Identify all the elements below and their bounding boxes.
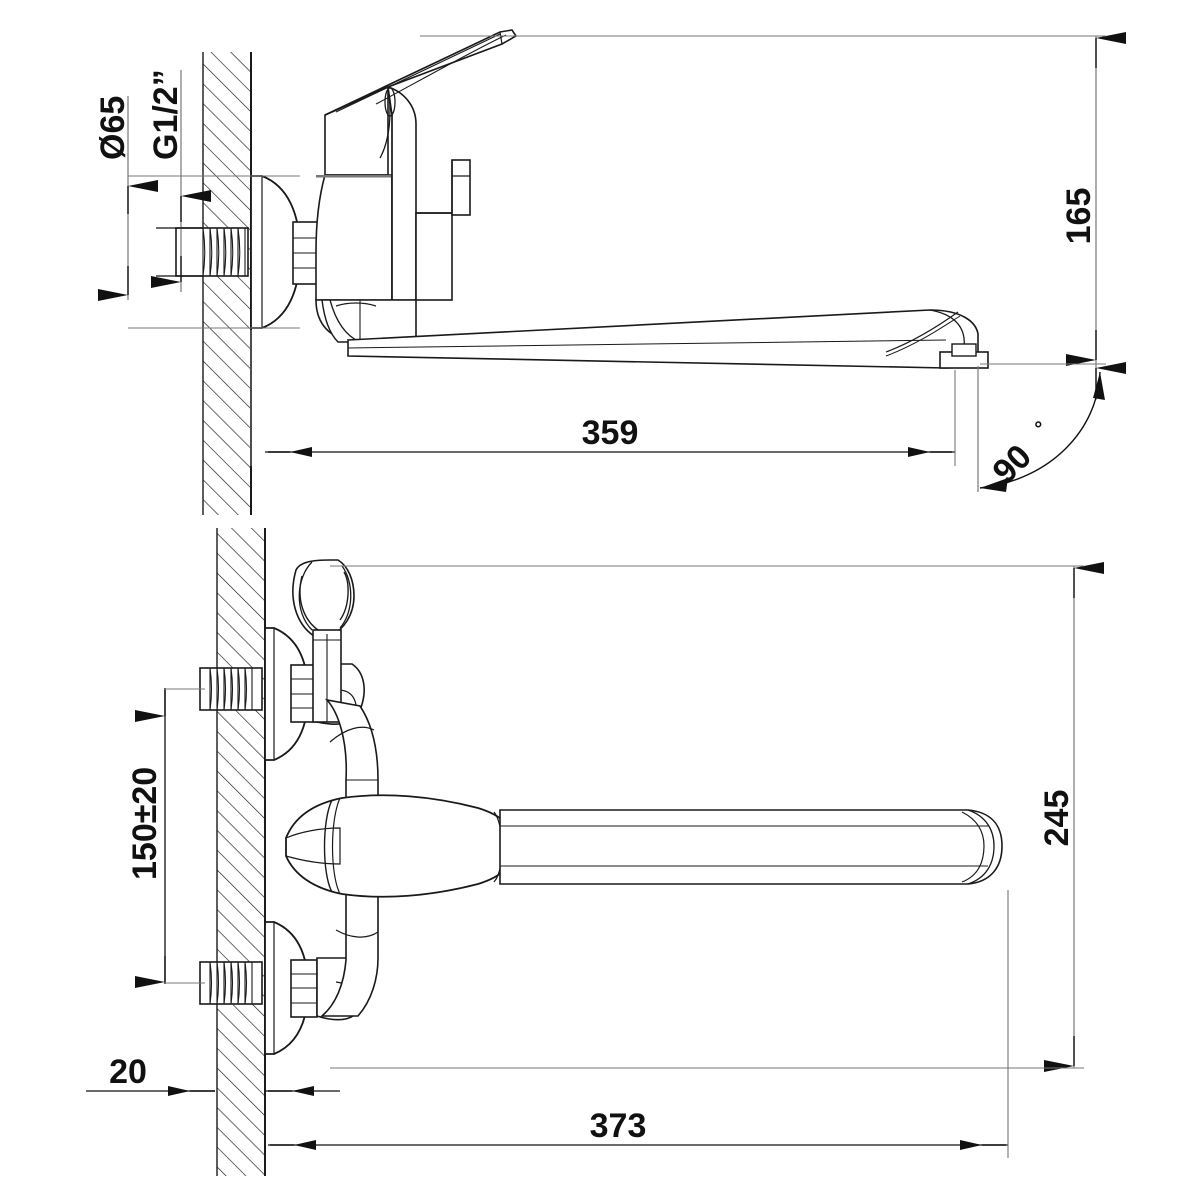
side-elevation-view: Ø65 G1/2” 165 bbox=[94, 29, 1126, 515]
inlet-thread-upper bbox=[175, 227, 249, 277]
wall-section-upper bbox=[202, 52, 252, 515]
wall-section-lower bbox=[216, 528, 266, 1176]
shower-holder-bracket bbox=[292, 559, 355, 723]
diverter-block-upper bbox=[415, 159, 471, 301]
dimension-height-165: 165 bbox=[420, 32, 1126, 400]
spout-lower bbox=[499, 809, 1003, 885]
label-width-373: 373 bbox=[590, 1107, 647, 1145]
label-wall-thickness-20: 20 bbox=[109, 1053, 147, 1091]
label-thread-g12: G1/2” bbox=[147, 69, 185, 160]
label-reach-359: 359 bbox=[582, 414, 639, 452]
label-height-165: 165 bbox=[1060, 188, 1098, 245]
dimension-wall-thickness-20: 20 bbox=[86, 1053, 340, 1096]
label-height-245: 245 bbox=[1038, 790, 1076, 847]
inlet-thread-upper-lower-view bbox=[199, 667, 263, 711]
spout-side bbox=[347, 309, 989, 369]
dimension-center-distance-150: 150±20 bbox=[126, 688, 205, 988]
front-elevation-view: 150±20 245 20 bbox=[86, 528, 1104, 1176]
dimension-reach-359: 359 bbox=[250, 330, 956, 466]
label-center-distance-150: 150±20 bbox=[126, 767, 164, 880]
lever-handle-upper bbox=[324, 29, 518, 116]
union-nut-lower-lower-view bbox=[290, 959, 318, 1018]
dimension-diameter-65: Ø65 bbox=[94, 96, 300, 329]
dimension-width-373: 373 bbox=[268, 890, 1009, 1158]
label-diameter-65: Ø65 bbox=[94, 96, 132, 160]
dimension-angle-90: 90 ° bbox=[977, 366, 1105, 492]
label-degree-symbol-90: ° bbox=[1031, 417, 1052, 438]
dimension-height-245: 245 bbox=[330, 562, 1104, 1072]
mixer-body-upper bbox=[315, 85, 417, 341]
shower-holder-side bbox=[321, 299, 361, 343]
label-angle-90: 90 bbox=[985, 437, 1039, 491]
dimension-thread-g12: G1/2” bbox=[147, 69, 211, 292]
inlet-thread-lower-lower-view bbox=[199, 961, 263, 1005]
lever-handle-lower bbox=[285, 794, 515, 898]
